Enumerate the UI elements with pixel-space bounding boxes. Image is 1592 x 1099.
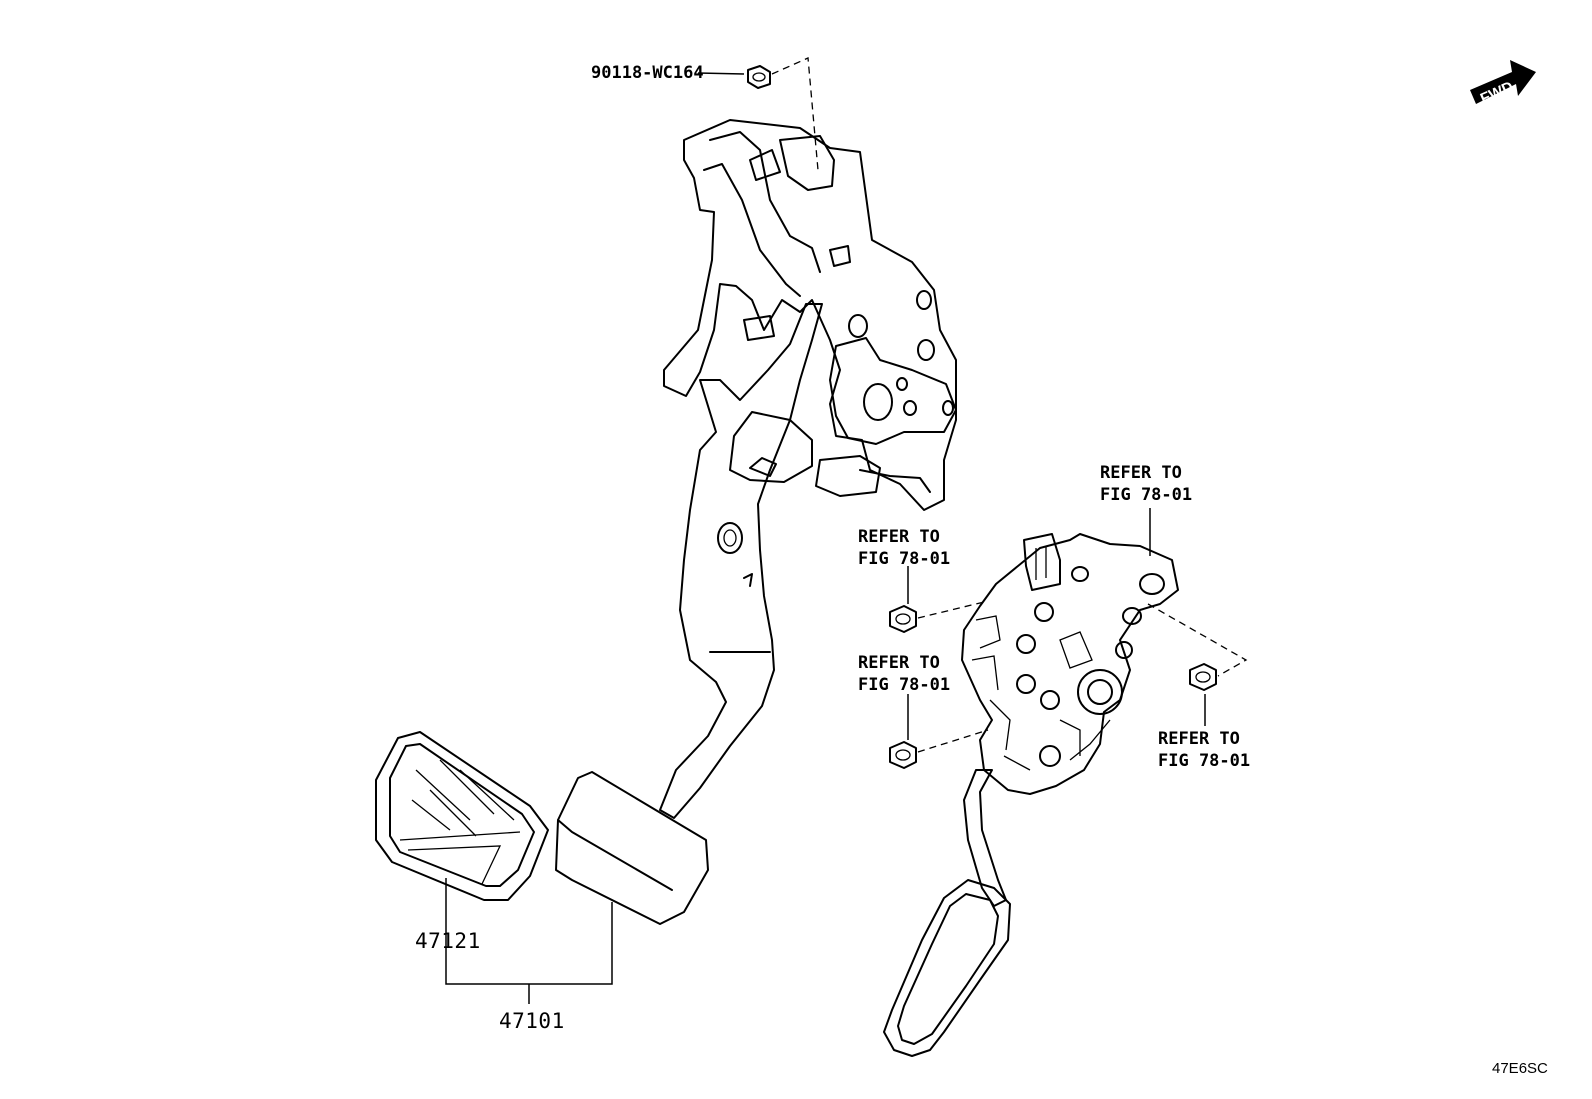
part-number-pad: 47121 <box>415 929 481 953</box>
fwd-text: FWD <box>1478 78 1516 107</box>
brake-pedal-bracket <box>663 119 957 511</box>
flange-nut-right <box>1189 663 1217 691</box>
brake-pedal-foot <box>555 771 709 925</box>
accelerator-pedal-module <box>961 533 1179 795</box>
refer-label-line-1: REFER TO <box>858 653 940 673</box>
refer-label-lower-right: REFER TO FIG 78-01 <box>1158 728 1250 772</box>
dash-nut-top <box>771 57 819 171</box>
refer-label-line-2: FIG 78-01 <box>858 675 951 695</box>
refer-label-upper-right: REFER TO FIG 78-01 <box>1100 462 1192 506</box>
part-number-nut-top: 90118-WC164 <box>591 63 704 83</box>
diagram-code: 47E6SC <box>1492 1060 1548 1077</box>
accelerator-pedal-pad <box>883 879 1011 1057</box>
refer-label-line-1: REFER TO <box>1158 729 1240 749</box>
flange-nut-left-lower <box>889 741 917 769</box>
refer-label-mid-2: REFER TO FIG 78-01 <box>858 652 950 696</box>
forward-arrow-icon: FWD <box>1470 60 1536 108</box>
refer-label-line-2: FIG 78-01 <box>858 549 951 569</box>
refer-label-mid-1: REFER TO FIG 78-01 <box>858 526 950 570</box>
refer-label-line-2: FIG 78-01 <box>1100 485 1193 505</box>
dash-mount-right <box>1147 603 1248 677</box>
leader-nut-top <box>697 72 745 75</box>
flange-nut-left-upper <box>889 605 917 633</box>
flange-nut-top <box>747 65 771 89</box>
brake-pedal-arm <box>659 303 823 819</box>
refer-label-line-1: REFER TO <box>1100 463 1182 483</box>
part-number-pedal-assy: 47101 <box>499 1009 565 1033</box>
refer-label-line-1: REFER TO <box>858 527 940 547</box>
dash-mount-left-lower <box>917 729 989 753</box>
brake-pedal-pad <box>375 731 549 901</box>
refer-label-line-2: FIG 78-01 <box>1158 751 1251 771</box>
